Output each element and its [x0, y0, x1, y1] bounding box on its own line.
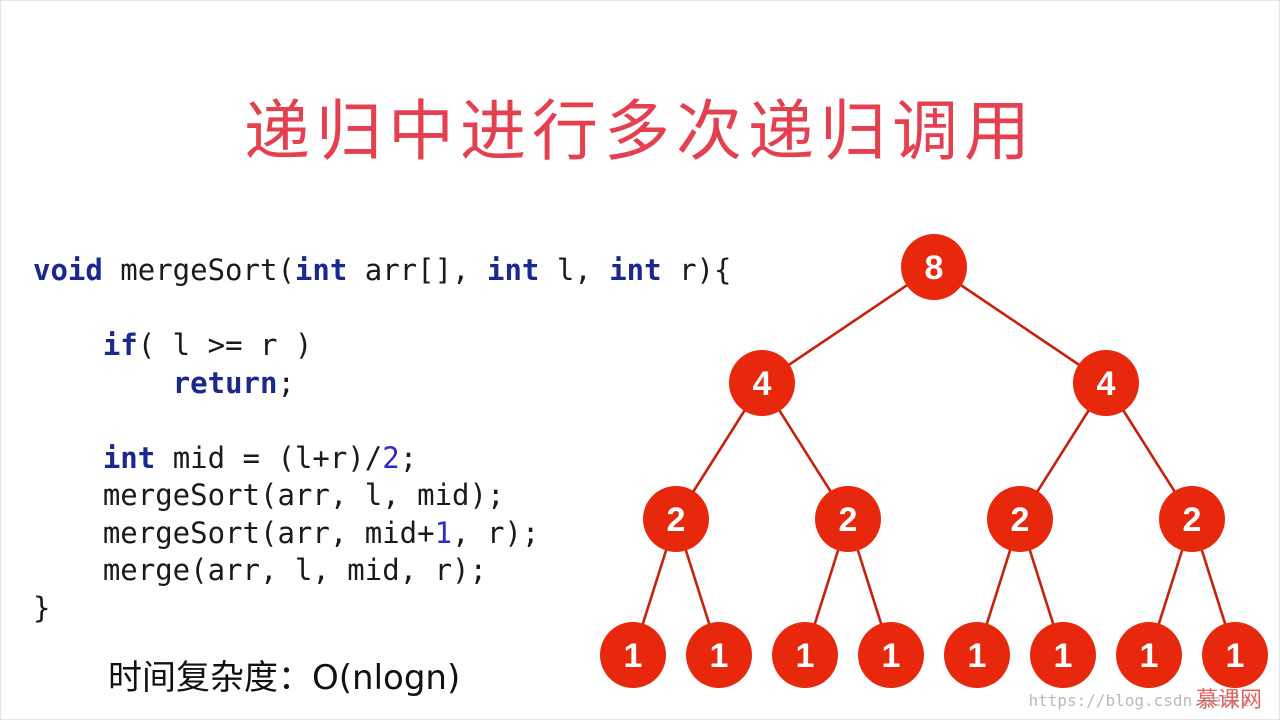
tree-node-circle — [1202, 622, 1268, 688]
tree-node-label: 4 — [753, 365, 772, 403]
tree-node: 2 — [815, 486, 881, 552]
tree-node: 4 — [729, 350, 795, 416]
tree-node: 1 — [1030, 622, 1096, 688]
tree-node: 1 — [944, 622, 1010, 688]
tree-node: 1 — [1116, 622, 1182, 688]
tree-node-label: 1 — [1140, 637, 1159, 675]
tree-node-circle — [1030, 622, 1096, 688]
tree-node-label: 1 — [710, 637, 729, 675]
tree-node-label: 2 — [839, 501, 858, 539]
tree-node-circle — [987, 486, 1053, 552]
tree-node-circle — [1116, 622, 1182, 688]
code-block: void mergeSort(int arr[], int l, int r){… — [33, 252, 731, 627]
tree-node: 4 — [1073, 350, 1139, 416]
tree-node-circle — [944, 622, 1010, 688]
tree-node-label: 1 — [1226, 637, 1245, 675]
tree-node-circle — [643, 486, 709, 552]
tree-node-label: 1 — [968, 637, 987, 675]
tree-node: 1 — [600, 622, 666, 688]
tree-node: 8 — [901, 234, 967, 300]
tree-node-label: 1 — [796, 637, 815, 675]
tree-node-label: 1 — [624, 637, 643, 675]
tree-node-label: 4 — [1097, 365, 1116, 403]
tree-node: 1 — [1202, 622, 1268, 688]
url-watermark: https://blog.csdn.net/z — [1028, 691, 1250, 710]
slide-title: 递归中进行多次递归调用 — [244, 93, 1036, 170]
tree-node-circle — [1073, 350, 1139, 416]
tree-node-label: 1 — [1054, 637, 1073, 675]
tree-node-label: 2 — [1011, 501, 1030, 539]
tree-node-label: 2 — [1183, 501, 1202, 539]
code-line-8: } — [33, 590, 51, 625]
code-line-7: merge(arr, l, mid, r); — [102, 553, 487, 587]
tree-node-circle — [772, 622, 838, 688]
tree-node: 2 — [987, 486, 1053, 552]
tree-edge — [933, 265, 1107, 385]
tree-node: 1 — [686, 622, 752, 688]
tree-edges — [631, 265, 1237, 656]
tree-node: 1 — [772, 622, 838, 688]
tree-nodes: 8 4 4 2 2 2 2 1 1 1 1 1 1 1 1 — [600, 234, 1268, 688]
tree-node-label: 1 — [882, 637, 901, 675]
tree-node-circle — [815, 486, 881, 552]
code-line-3: return; — [172, 365, 295, 400]
tree-node: 1 — [858, 622, 924, 688]
tree-node-label: 8 — [925, 249, 944, 287]
tree-node-circle — [686, 622, 752, 688]
brand-logo: 慕课网 — [1195, 688, 1262, 713]
tree-node-circle — [600, 622, 666, 688]
recursion-tree: 8 4 4 2 2 2 2 1 1 1 1 1 1 1 1 — [600, 234, 1268, 688]
tree-node-circle — [858, 622, 924, 688]
tree-node-circle — [901, 234, 967, 300]
code-line-5: mergeSort(arr, l, mid); — [102, 478, 505, 512]
code-line-6: mergeSort(arr, mid+1, r); — [102, 515, 540, 550]
tree-node-label: 2 — [667, 501, 686, 539]
tree-node-circle — [1159, 486, 1225, 552]
tree-node: 2 — [1159, 486, 1225, 552]
tree-node-circle — [729, 350, 795, 416]
tree-edge — [761, 265, 935, 385]
code-line-1: void mergeSort(int arr[], int l, int r){ — [33, 253, 732, 287]
code-line-4: int mid = (l+r)/2; — [102, 440, 418, 475]
complexity-note: 时间复杂度：O(nlogn) — [108, 658, 461, 698]
code-line-2: if( l >= r ) — [102, 328, 313, 362]
tree-node: 2 — [643, 486, 709, 552]
